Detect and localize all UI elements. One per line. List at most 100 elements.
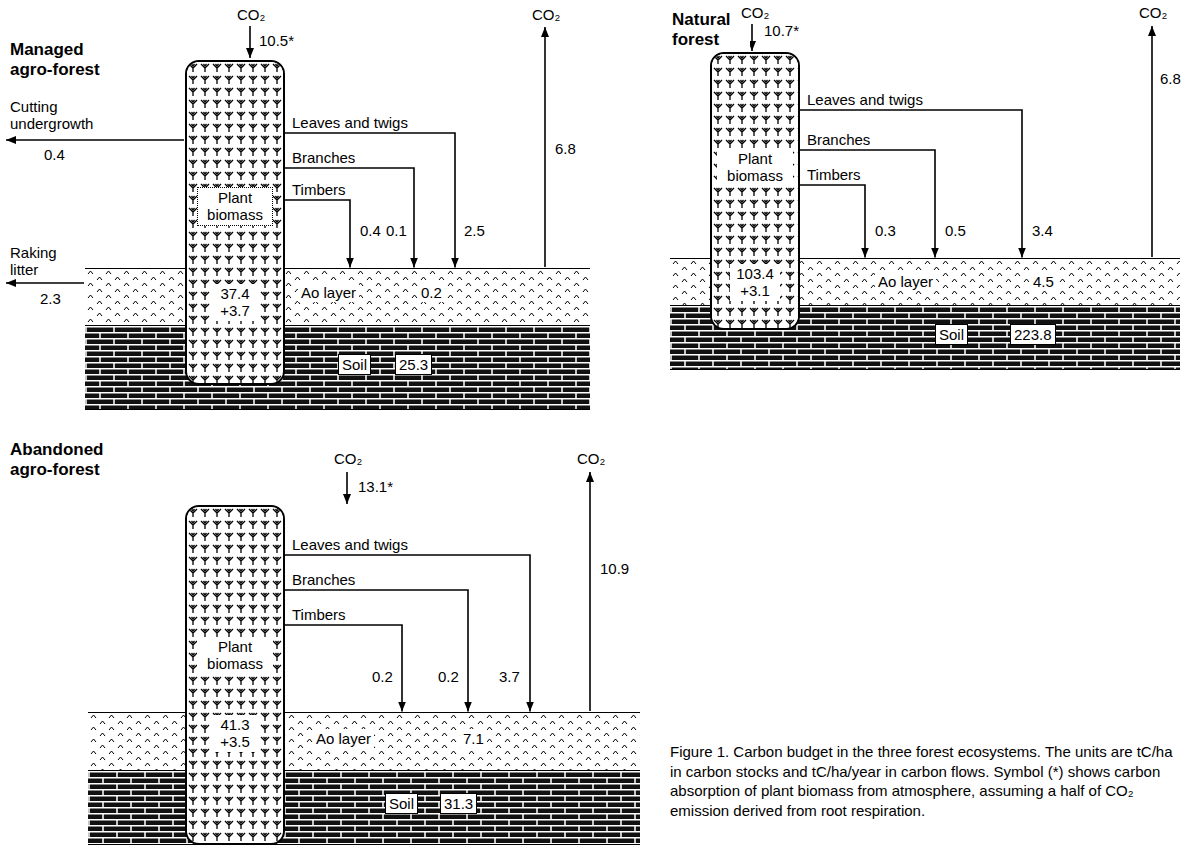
fill-pattern [187, 507, 283, 843]
fill-pattern [88, 713, 640, 770]
flow-label: Branches [290, 571, 357, 588]
litterfall-arrow [285, 133, 455, 268]
litterfall-arrow [800, 150, 935, 258]
label-holder: CO₂ [575, 450, 607, 468]
label-holder: 0.1 [384, 222, 409, 240]
node-name: Plant biomass [197, 187, 273, 226]
litterfall-arrow [285, 168, 414, 268]
plant-biomass-column: Plant biomass 103.4 +3.1 [710, 52, 800, 330]
label-holder: Timbers [290, 606, 348, 624]
text-holder: 7.1 [460, 729, 487, 748]
label-holder: CO₂ [739, 4, 771, 22]
text-holder: Ao layer [298, 283, 359, 302]
label-holder: 0.4 [42, 146, 67, 164]
ao-layer-band: Ao layer 0.2 [85, 268, 590, 325]
flow-value: CO₂ [332, 450, 364, 467]
text-holder: Soil [935, 324, 968, 345]
flow-label: Leaves and twigs [290, 114, 410, 131]
flow-value: 0.5 [943, 222, 968, 239]
litterfall-arrow [285, 625, 402, 712]
flow-label: Timbers [290, 181, 348, 198]
carbon-stock: 41.3 +3.5 [210, 715, 260, 752]
label-holder: CO₂ [530, 6, 562, 24]
carbon-stock: 25.3 [395, 354, 432, 375]
label-holder: 2.5 [462, 222, 487, 240]
flow-value: CO₂ [575, 450, 607, 467]
flow-value: 0.1 [384, 222, 409, 239]
text-holder: 4.5 [1030, 272, 1057, 291]
node-name: Soil [338, 354, 371, 375]
node-name: Plant biomass [717, 149, 793, 186]
text-holder: 31.3 [440, 793, 477, 814]
label-holder: CO₂ [235, 6, 267, 24]
label-holder: Leaves and twigs [290, 114, 410, 132]
label-holder: Natural forest [670, 10, 750, 49]
flow-value: 0.2 [436, 668, 461, 685]
label-holder: 0.5 [943, 222, 968, 240]
label-holder: Abandoned agro-forest [8, 440, 120, 479]
label-holder: 3.4 [1030, 222, 1055, 240]
carbon-stock: 103.4 +3.1 [730, 264, 780, 301]
soil-band: Soil 31.3 [88, 770, 640, 845]
carbon-stock: 0.2 [418, 283, 445, 302]
fill-pattern [85, 269, 590, 325]
panel-title: Managed agro-forest [8, 40, 120, 79]
caption-holder: Figure 1. Carbon budget in the three for… [668, 742, 1183, 820]
litterfall-arrow [800, 110, 1022, 258]
text-holder: Plant biomass [197, 187, 273, 226]
fill-pattern [85, 326, 590, 409]
flow-value: 13.1* [356, 478, 395, 495]
text-holder: 223.8 [1010, 324, 1056, 345]
flow-value: 10.5* [257, 32, 296, 49]
label-holder: 0.3 [873, 222, 898, 240]
node-name: Soil [385, 793, 418, 814]
soil-band: Soil 25.3 [85, 325, 590, 410]
label-holder: Leaves and twigs [290, 536, 410, 554]
panel-title: Abandoned agro-forest [8, 440, 120, 479]
text-holder: 103.4 +3.1 [730, 264, 780, 301]
text-holder: Plant biomass [717, 149, 793, 186]
text-holder: 0.2 [418, 283, 445, 302]
carbon-stock: 37.4 +3.7 [210, 284, 260, 321]
removal-arrow [6, 282, 84, 284]
fill-pattern [88, 771, 640, 844]
label-holder: Leaves and twigs [805, 91, 925, 109]
node-name: Plant biomass [197, 637, 273, 674]
node-name: Ao layer [298, 283, 359, 302]
flow-value: 2.5 [462, 222, 487, 239]
litterfall-arrow [285, 200, 350, 268]
label-holder: Timbers [805, 166, 863, 184]
litterfall-arrow [285, 555, 530, 712]
removal-arrow [6, 139, 184, 141]
text-holder: Ao layer [313, 729, 374, 748]
flow-value: CO₂ [739, 4, 771, 21]
label-holder: 0.4 [358, 222, 383, 240]
flow-value: 10.9 [598, 560, 631, 577]
flow-value: 0.4 [358, 222, 383, 239]
fill-pattern [187, 62, 283, 383]
label-holder: 10.9 [598, 560, 631, 578]
co2-uptake-arrow [346, 472, 348, 504]
co2-uptake-arrow [751, 24, 753, 51]
plant-biomass-column: Plant biomass 41.3 +3.5 [185, 505, 285, 845]
flow-value: 0.4 [42, 146, 67, 163]
label-holder: 13.1* [356, 478, 395, 496]
flow-label: Leaves and twigs [805, 91, 925, 108]
figure-caption: Figure 1. Carbon budget in the three for… [668, 742, 1183, 820]
label-holder: 6.8 [1158, 70, 1183, 88]
co2-release-arrow [544, 27, 546, 267]
flow-value: 10.7* [762, 22, 801, 39]
label-holder: Cutting undergrowth [8, 98, 108, 133]
litterfall-flows [285, 110, 1022, 712]
label-holder: 3.7 [497, 668, 522, 686]
text-holder: Ao layer [875, 272, 936, 291]
litterfall-arrow [800, 185, 865, 258]
label-holder: 10.7* [762, 22, 801, 40]
flow-value: 3.4 [1030, 222, 1055, 239]
co2-release-arrow [1151, 26, 1153, 257]
label-holder: 2.3 [38, 290, 63, 308]
plant-biomass-column: Plant biomass 37.4 +3.7 [185, 60, 285, 385]
co2-uptake-arrow [249, 26, 251, 58]
flow-value: 6.8 [1158, 70, 1183, 87]
